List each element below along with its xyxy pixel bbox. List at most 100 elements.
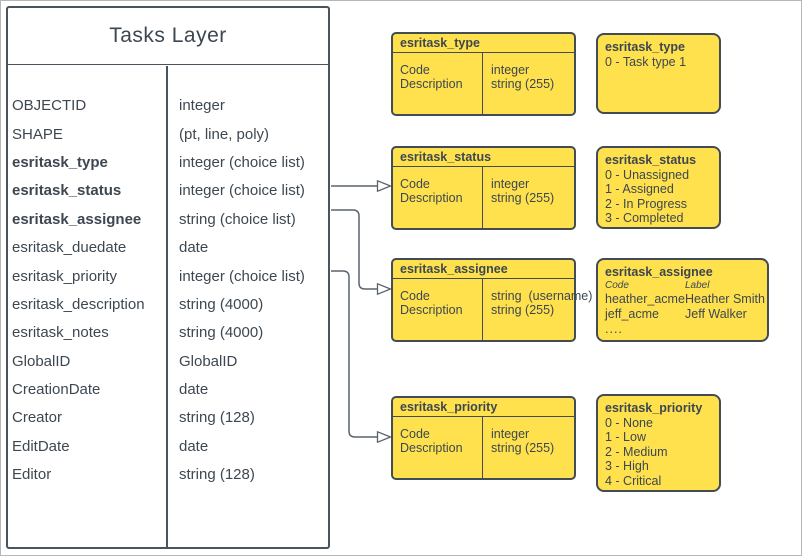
- type-label: integer: [491, 427, 530, 441]
- legend-colhead-code: Code: [605, 279, 629, 291]
- field-type: (pt, line, poly): [179, 125, 270, 143]
- legend-value: 0 - Task type 1: [605, 54, 687, 69]
- field-row: esritask_type integer (choice list): [8, 148, 328, 176]
- legend-value: 1 - Assigned: [605, 182, 674, 196]
- tasks-layer-title: Tasks Layer: [8, 8, 328, 65]
- type-label: integer: [491, 63, 530, 77]
- field-label: Description: [400, 302, 463, 317]
- field-name: esritask_status: [12, 182, 122, 200]
- field-name: GlobalID: [12, 352, 71, 370]
- field-name: esritask_priority: [12, 267, 118, 285]
- field-name: esritask_type: [12, 153, 108, 171]
- legend-more-indicator: ....: [605, 321, 623, 336]
- field-label: Code: [400, 177, 430, 191]
- arrowhead-assignee-icon: [376, 282, 393, 296]
- type-label: integer: [491, 177, 530, 191]
- field-row: esritask_description string (4000): [8, 290, 328, 318]
- field-name: esritask_description: [12, 295, 145, 313]
- type-label: string (255): [491, 302, 555, 317]
- connector-assignee: [331, 209, 378, 290]
- field-type: string (4000): [179, 324, 264, 342]
- legend-title: esritask_assignee: [605, 265, 713, 279]
- field-row: SHAPE (pt, line, poly): [8, 120, 328, 148]
- field-type: date: [179, 437, 209, 455]
- field-row: esritask_notes string (4000): [8, 319, 328, 347]
- field-type: date: [179, 381, 209, 399]
- field-type: integer: [179, 97, 225, 115]
- field-label: Description: [400, 190, 463, 205]
- field-row: esritask_assignee string (choice list): [8, 205, 328, 233]
- legend-title: esritask_priority: [605, 401, 703, 415]
- field-row: CreationDate date: [8, 375, 328, 403]
- field-name: SHAPE: [12, 125, 63, 143]
- legend-esritask-type: esritask_type 0 - Task type 1: [596, 33, 721, 114]
- field-row: GlobalID GlobalID: [8, 347, 328, 375]
- field-label: Description: [400, 76, 463, 91]
- field-row: Editor string (128): [8, 461, 328, 489]
- arrowhead-status-icon: [376, 179, 393, 193]
- field-type: GlobalID: [179, 352, 238, 370]
- field-type: date: [179, 239, 209, 257]
- legend-entry-code: jeff_acme: [605, 306, 659, 321]
- legend-column-headers: Code Label: [605, 280, 760, 292]
- legend-entry: heather_acme Heather Smith: [605, 291, 765, 307]
- tasks-layer-table: Tasks Layer OBJECTID integer SHAPE (pt, …: [6, 6, 330, 549]
- legend-value: 4 - Critical: [605, 473, 662, 488]
- legend-value: 2 - Medium: [605, 444, 668, 459]
- legend-value: 3 - Completed: [605, 211, 684, 225]
- field-type: integer (choice list): [179, 182, 305, 200]
- connector-priority: [331, 270, 378, 438]
- field-name: CreationDate: [12, 381, 101, 399]
- legend-title: esritask_type: [605, 40, 685, 54]
- type-label: string (username): [491, 289, 593, 303]
- legend-entry: jeff_acme Jeff Walker: [605, 307, 760, 322]
- type-label: string (255): [491, 190, 555, 205]
- tasks-layer-field-list: OBJECTID integer SHAPE (pt, line, poly) …: [8, 65, 328, 548]
- field-name: Creator: [12, 409, 63, 427]
- field-type: string (128): [179, 466, 255, 484]
- type-label: string (255): [491, 440, 555, 455]
- field-name: esritask_assignee: [12, 210, 142, 228]
- legend-values: 0 - None 1 - Low 2 - Medium 3 - High 4 -…: [605, 416, 712, 489]
- legend-entry-code: heather_acme: [605, 291, 685, 306]
- field-type: string (128): [179, 409, 255, 427]
- field-row: esritask_status integer (choice list): [8, 177, 328, 205]
- field-name: esritask_notes: [12, 324, 109, 342]
- legend-values: 0 - Task type 1: [605, 55, 712, 70]
- field-row: EditDate date: [8, 432, 328, 460]
- domain-table-title: esritask_priority: [393, 398, 574, 417]
- field-type: string (4000): [179, 295, 264, 313]
- legend-value: 0 - Unassigned: [605, 167, 690, 182]
- legend-values: 0 - Unassigned 1 - Assigned 2 - In Progr…: [605, 168, 712, 226]
- field-type: string (choice list): [179, 210, 296, 228]
- field-row: esritask_duedate date: [8, 233, 328, 261]
- field-label: Description: [400, 440, 463, 455]
- field-label: Code: [400, 289, 430, 303]
- field-row: esritask_priority integer (choice list): [8, 262, 328, 290]
- legend-entry-label: Jeff Walker: [685, 306, 747, 321]
- field-name: OBJECTID: [12, 97, 87, 115]
- arrowhead-priority-icon: [376, 430, 393, 444]
- domain-table-title: esritask_assignee: [393, 260, 574, 279]
- field-name: Editor: [12, 466, 52, 484]
- field-row: Creator string (128): [8, 404, 328, 432]
- legend-esritask-status: esritask_status 0 - Unassigned 1 - Assig…: [596, 146, 721, 229]
- field-name: esritask_duedate: [12, 239, 127, 257]
- field-type: integer (choice list): [179, 153, 305, 171]
- legend-value: 3 - High: [605, 459, 649, 473]
- legend-entries: heather_acme Heather Smith jeff_acme Jef…: [605, 291, 765, 322]
